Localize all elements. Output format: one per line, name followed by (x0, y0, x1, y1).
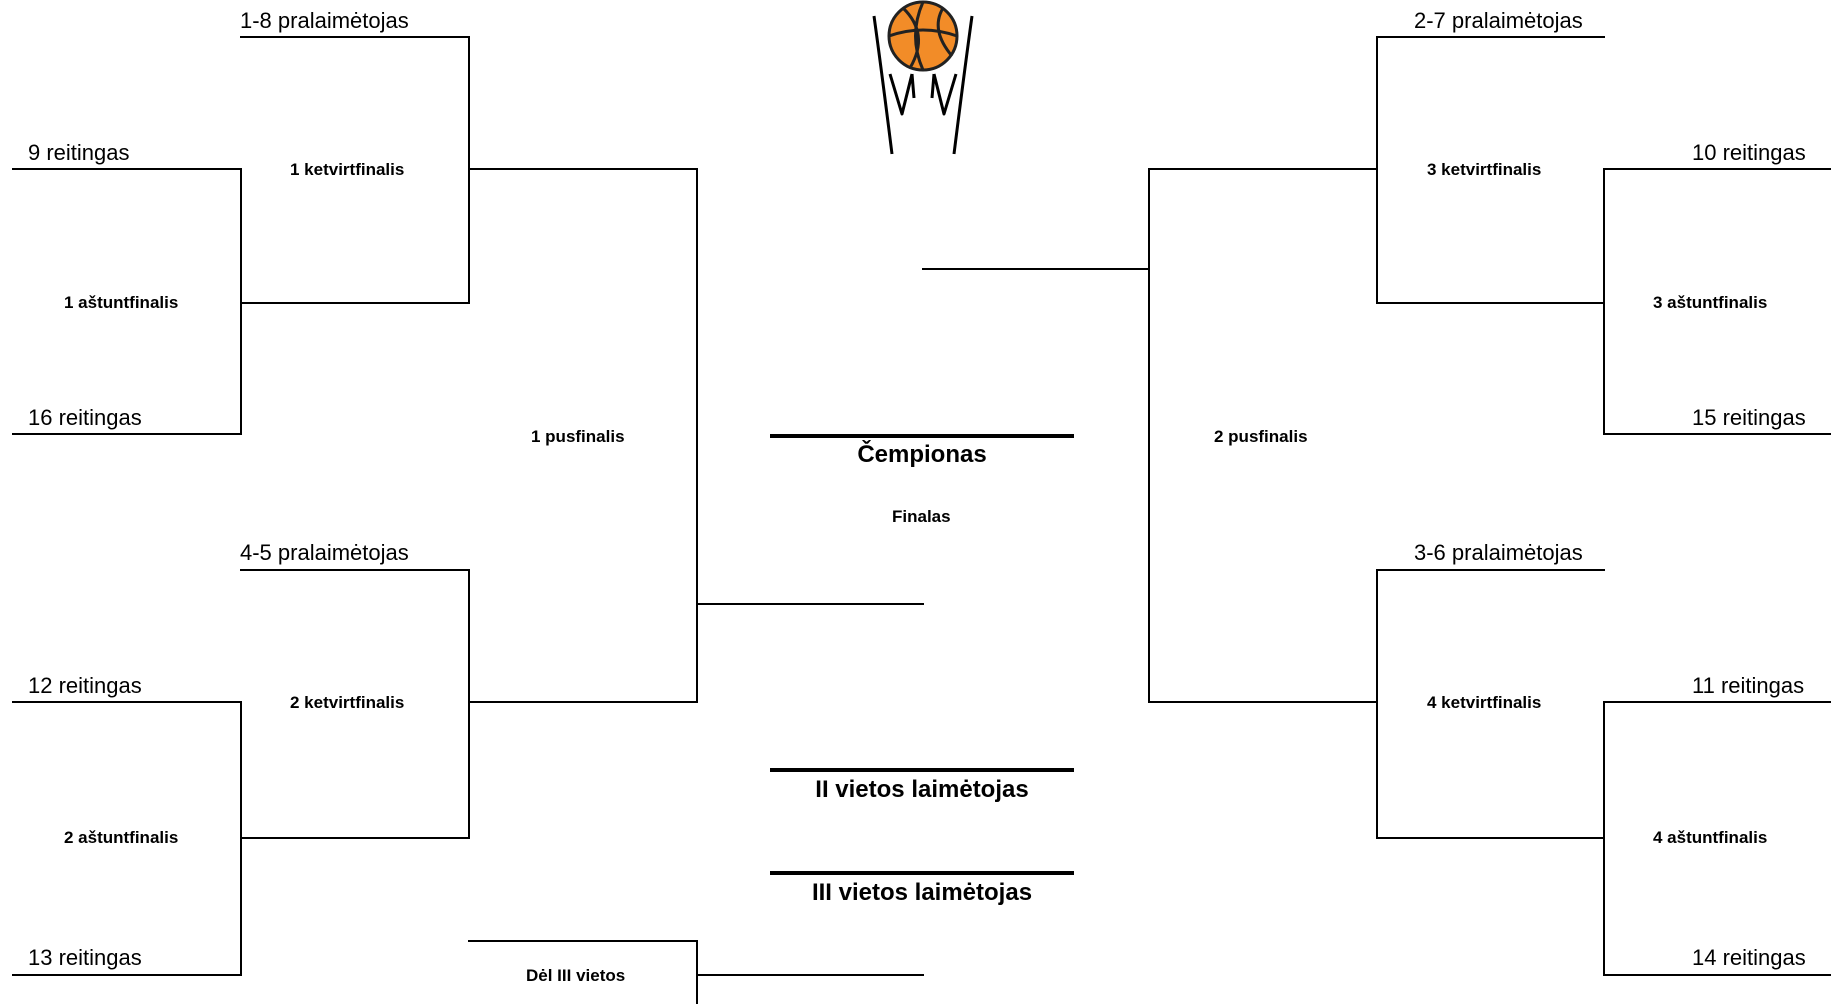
round-label-sf2: 2 pusfinalis (1214, 427, 1308, 446)
second-place-label: II vietos laimėtojas (815, 776, 1029, 803)
seed-label: 4-5 pralaimėtojas (240, 540, 409, 565)
round-label-qf1: 1 ketvirtfinalis (290, 160, 405, 179)
seed-label: 2-7 pralaimėtojas (1414, 8, 1583, 33)
final-label: Finalas (892, 507, 951, 526)
basketball-icon (887, 0, 959, 72)
seed-label: 16 reitingas (28, 405, 142, 430)
champion-label: Čempionas (857, 441, 987, 468)
round-label-third: Dėl III vietos (526, 966, 626, 985)
round-label-qf2: 2 ketvirtfinalis (290, 693, 405, 712)
round-label-r16-3: 3 aštuntfinalis (1653, 293, 1768, 312)
basketball-hoop-icon (872, 0, 974, 155)
seed-label: 11 reitingas (1692, 673, 1805, 698)
seed-label: 3-6 pralaimėtojas (1414, 540, 1583, 565)
round-label-qf3: 3 ketvirtfinalis (1427, 160, 1542, 179)
round-label-r16-1: 1 aštuntfinalis (64, 293, 179, 312)
seed-label: 12 reitingas (28, 673, 142, 698)
seed-label: 10 reitingas (1692, 140, 1806, 165)
seed-label: 15 reitingas (1692, 405, 1806, 430)
round-label-qf4: 4 ketvirtfinalis (1427, 693, 1542, 712)
seed-label: 1-8 pralaimėtojas (240, 8, 409, 33)
round-label-sf1: 1 pusfinalis (531, 427, 625, 446)
seed-label: 14 reitingas (1692, 945, 1806, 970)
round-label-r16-2: 2 aštuntfinalis (64, 828, 179, 847)
third-place-label: III vietos laimėtojas (811, 879, 1033, 906)
seed-label: 13 reitingas (28, 945, 142, 970)
seed-label: 9 reitingas (28, 140, 130, 165)
round-label-r16-4: 4 aštuntfinalis (1653, 828, 1768, 847)
net-icon (872, 15, 974, 155)
